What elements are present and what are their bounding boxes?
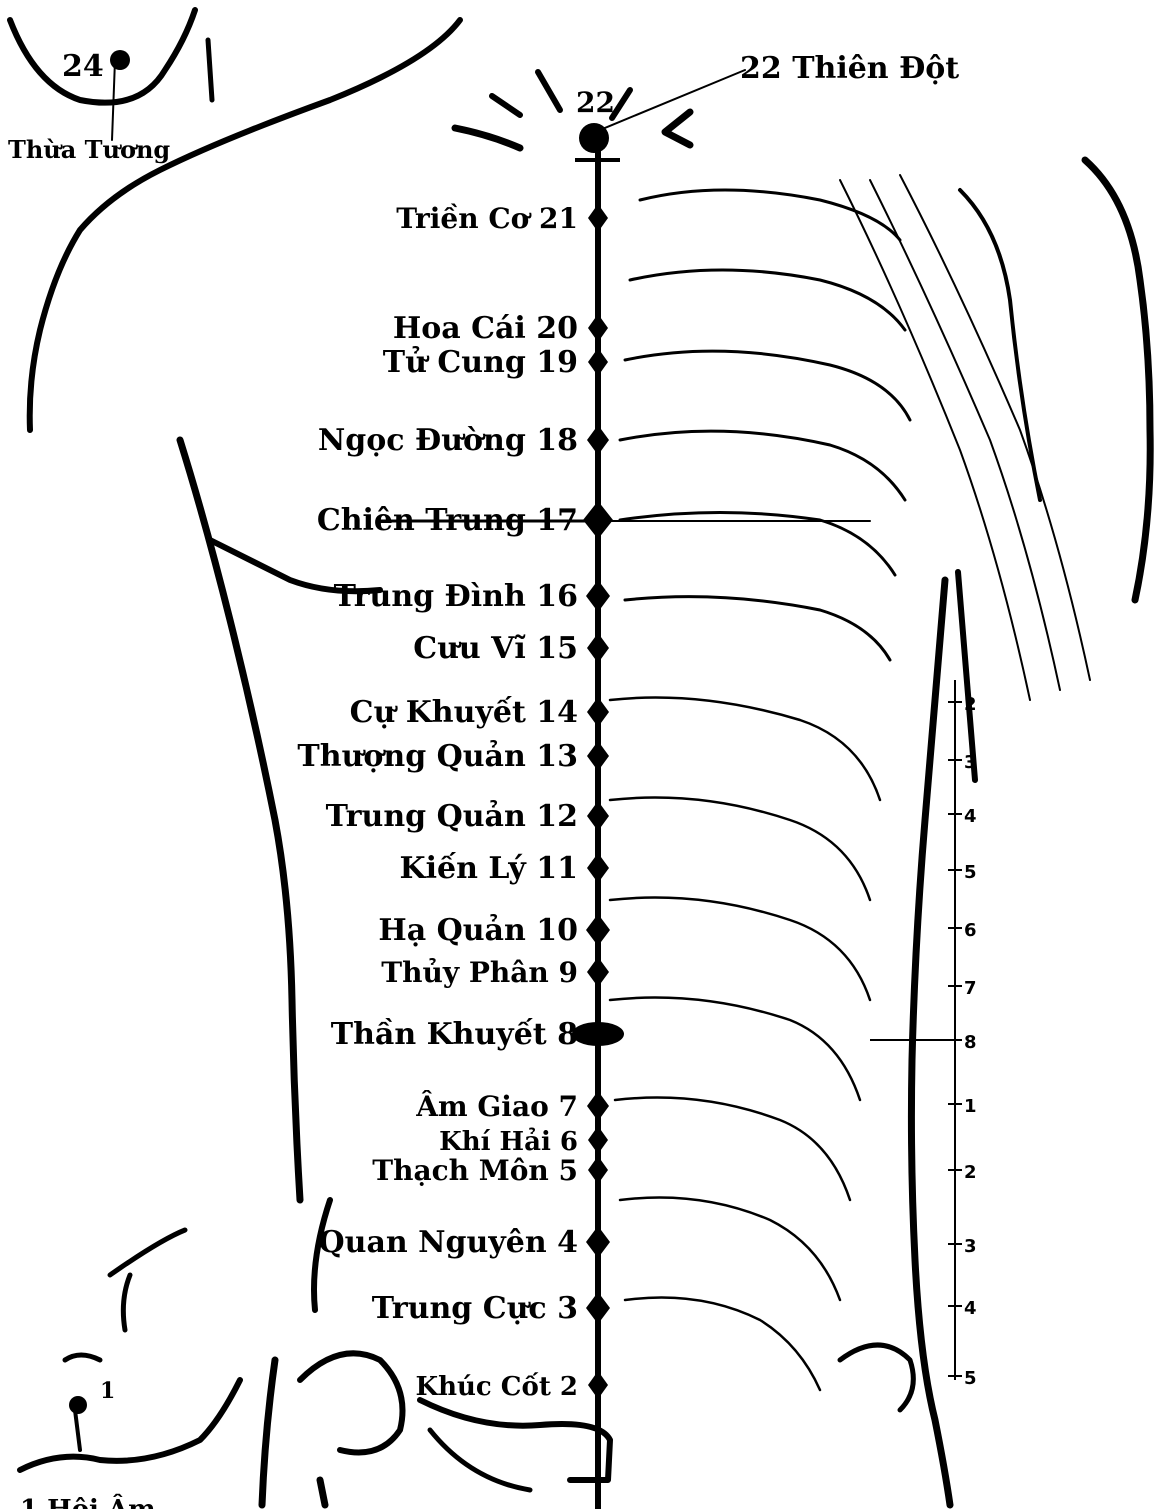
hoi-am-label: 1 Hội Âm <box>20 1493 156 1509</box>
point-15-label: Cưu Vĩ 15 <box>413 631 578 666</box>
hoi-am-number: 1 <box>100 1378 115 1404</box>
point-4-marker <box>586 1226 610 1258</box>
point-11-label: Kiến Lý 11 <box>400 851 578 886</box>
point-10-marker <box>586 914 610 946</box>
point-3-label: Trung Cực 3 <box>372 1291 578 1326</box>
scale-tick-label: 7 <box>964 978 977 999</box>
point-21-label: Triền Cơ 21 <box>396 202 578 235</box>
point-8-label: Thần Khuyết 8 <box>331 1017 578 1052</box>
body-outline <box>10 10 1150 1505</box>
point-13-label: Thượng Quản 13 <box>297 739 578 774</box>
point-24-marker <box>110 50 130 70</box>
point-20-marker <box>588 314 608 342</box>
point-2-label: Khúc Cốt 2 <box>416 1371 578 1402</box>
point-5-marker <box>588 1156 608 1184</box>
point-9-label: Thủy Phân 9 <box>381 956 578 989</box>
scale-tick-label: 2 <box>964 694 977 715</box>
throat-point-number: 22 <box>576 86 615 119</box>
scale-tick-label: 4 <box>964 1298 977 1319</box>
point-5-label: Thạch Môn 5 <box>372 1154 578 1187</box>
point-17-label: Chiên Trung 17 <box>317 503 578 538</box>
scale-tick-label: 1 <box>964 1096 977 1117</box>
point-21-marker <box>588 204 608 232</box>
point-11-marker <box>587 853 609 883</box>
point-13-marker <box>587 741 609 771</box>
point-17-marker <box>583 501 613 539</box>
point-18-marker <box>587 425 609 455</box>
point-16-label: Trung Đình 16 <box>334 579 578 614</box>
scale-tick-label: 8 <box>964 1032 977 1053</box>
point-10-label: Hạ Quản 10 <box>378 913 578 948</box>
point-3-marker <box>586 1292 610 1324</box>
point-22-marker <box>579 123 609 153</box>
point-6-label: Khí Hải 6 <box>439 1127 578 1157</box>
point-1-marker <box>69 1396 87 1414</box>
point-14-marker <box>587 697 609 727</box>
point-4-label: Quan Nguyên 4 <box>319 1225 579 1260</box>
chin-point-name: Thừa Tương <box>8 135 170 164</box>
scale-ticks: 2 3 4 5 6 7 8 1 2 3 4 5 <box>948 694 977 1389</box>
point-12-label: Trung Quản 12 <box>326 799 578 834</box>
point-19-label: Tử Cung 19 <box>383 345 578 380</box>
scale-tick-label: 5 <box>964 862 977 883</box>
chin-point-number: 24 <box>62 49 104 84</box>
scale-tick-label: 2 <box>964 1162 977 1183</box>
point-6-marker <box>588 1126 608 1154</box>
point-9-marker <box>587 957 609 987</box>
point-16-marker <box>586 580 610 612</box>
point-7-label: Âm Giao 7 <box>415 1090 578 1123</box>
point-7-marker <box>587 1091 609 1121</box>
point-12-marker <box>587 801 609 831</box>
point-14-label: Cự Khuyết 14 <box>350 695 578 730</box>
scale-tick-label: 5 <box>964 1368 977 1389</box>
scale-tick-label: 6 <box>964 920 977 941</box>
point-2-marker <box>588 1371 608 1399</box>
scale-tick-label: 4 <box>964 806 977 827</box>
point-8-marker <box>572 1022 624 1046</box>
point-19-marker <box>588 348 608 376</box>
scale-tick-label: 3 <box>964 1236 977 1257</box>
point-15-marker <box>587 633 609 663</box>
scale-tick-label: 3 <box>964 752 977 773</box>
point-18-label: Ngọc Đường 18 <box>318 423 578 458</box>
point-20-label: Hoa Cái 20 <box>393 311 578 346</box>
throat-point-label: 22 Thiên Đột <box>740 51 959 86</box>
